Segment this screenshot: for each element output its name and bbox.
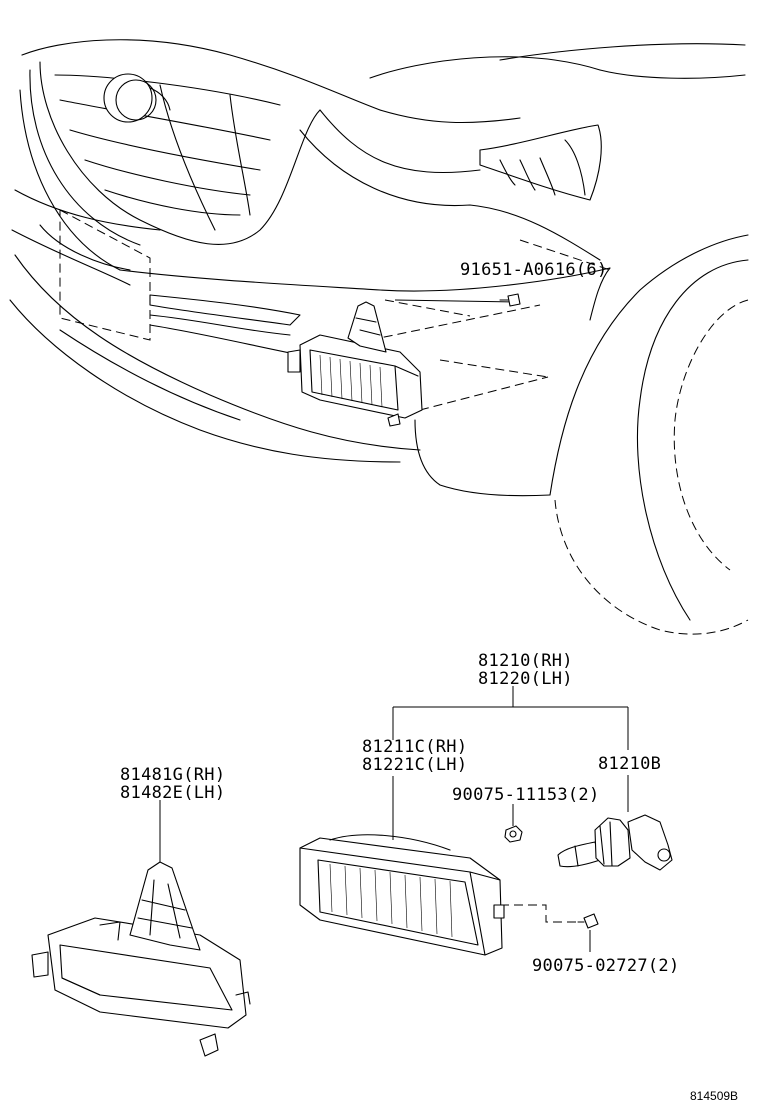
- label-bolt-top: 91651-A0616(6): [460, 260, 608, 280]
- diagram-reference-number: 814509B: [690, 1089, 738, 1103]
- fog-lamp-cover: [31, 861, 251, 1057]
- label-cover-lh: 81482E(LH): [120, 783, 225, 803]
- label-fog-assy-lh: 81220(LH): [478, 669, 573, 689]
- part-labels: 91651-A0616(6) 81210(RH) 81220(LH) 81211…: [120, 260, 738, 1103]
- vehicle-front-bumper: [9, 39, 749, 635]
- label-cover-rh: 81481G(RH): [120, 765, 225, 785]
- label-fog-assy-rh: 81210(RH): [478, 651, 573, 671]
- label-lens-rh: 81211C(RH): [362, 737, 467, 757]
- nut-part: [504, 825, 523, 843]
- label-lens-lh: 81221C(LH): [362, 755, 467, 775]
- leader-lines: [159, 686, 629, 952]
- label-nut: 90075-11153(2): [452, 785, 600, 805]
- fog-lamp-bulb: [557, 814, 673, 871]
- label-screw: 90075-02727(2): [532, 956, 680, 976]
- fog-lamp-installed-illustration: [287, 293, 521, 427]
- label-bulb: 81210B: [598, 754, 661, 774]
- fog-lamp-lens-housing: [299, 834, 505, 956]
- screw-part: [577, 913, 599, 929]
